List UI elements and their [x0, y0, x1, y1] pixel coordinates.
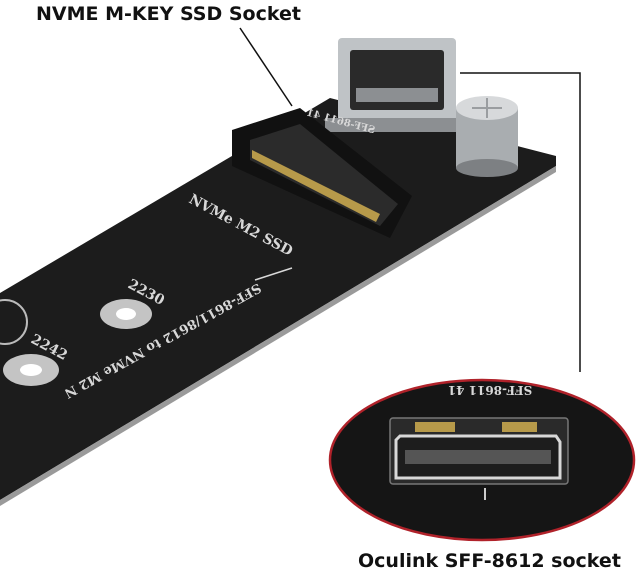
callout-label-oculink-socket: Oculink SFF-8612 socket [358, 550, 621, 572]
callout-label-nvme-socket: NVME M-KEY SSD Socket [36, 3, 301, 25]
oculink-port-rear [325, 38, 465, 132]
m2-connector [232, 108, 412, 238]
pcb-edge [0, 166, 556, 506]
callout-line-right [460, 72, 581, 372]
callout-line-top [239, 27, 293, 107]
mounting-hole-2230 [100, 299, 152, 329]
logo-mark [0, 299, 28, 345]
mounting-hole-2242 [3, 354, 59, 386]
inset-marking: SFF-8611 41 [448, 383, 532, 397]
pcb-board [0, 98, 556, 500]
oculink-socket-inset: SFF-8611 41 [328, 378, 636, 542]
capacitor [456, 96, 518, 177]
